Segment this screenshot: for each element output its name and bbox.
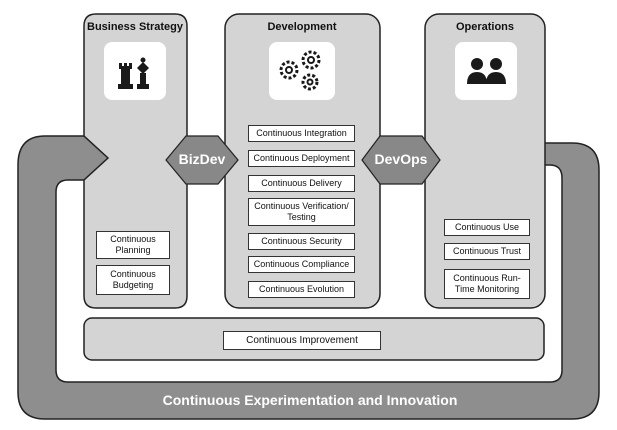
development-item: Continuous Compliance	[248, 256, 355, 273]
experimentation-label: Continuous Experimentation and Innovatio…	[162, 392, 458, 408]
operations-item: Continuous Use	[444, 219, 530, 236]
business-item: Continuous Budgeting	[96, 265, 170, 295]
development-item: Continuous Delivery	[248, 175, 355, 192]
business-strategy-title: Business Strategy	[87, 21, 183, 33]
operations-item: Continuous Run-Time Monitoring	[444, 269, 530, 299]
development-title: Development	[267, 21, 337, 33]
chess-pieces-icon	[118, 57, 149, 89]
development-item: Continuous Integration	[248, 125, 355, 142]
devops-label: DevOps	[374, 151, 428, 167]
development-item: Continuous Evolution	[248, 281, 355, 298]
operations-item: Continuous Trust	[444, 243, 530, 260]
gears-icon	[279, 50, 321, 91]
development-item: Continuous Security	[248, 233, 355, 250]
devops-arrow	[361, 135, 441, 185]
development-item: Continuous Verification/ Testing	[248, 198, 355, 226]
operations-icon-tile	[455, 42, 517, 100]
development-icon-tile	[269, 42, 335, 100]
people-icon	[467, 58, 506, 84]
bizdev-arrow	[165, 135, 239, 185]
business-item: Continuous Planning	[96, 231, 170, 259]
continuous-improvement-box: Continuous Improvement	[223, 331, 381, 350]
bizdev-label: BizDev	[178, 151, 226, 167]
development-item: Continuous Deployment	[248, 150, 355, 167]
operations-title: Operations	[455, 21, 515, 33]
business-icon-tile	[104, 42, 166, 100]
